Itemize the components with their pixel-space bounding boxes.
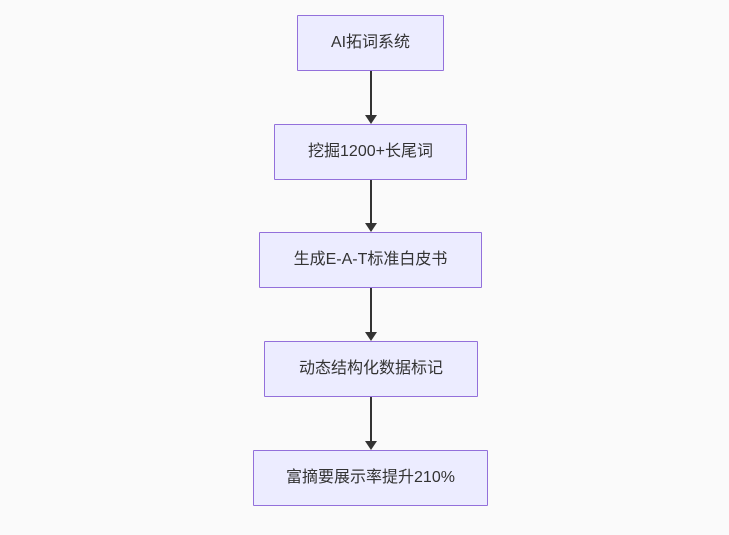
arrow-head-icon [365,441,377,450]
node-label: 挖掘1200+长尾词 [308,143,433,161]
arrow-head-icon [365,332,377,341]
flow-node-generate-eat-whitepaper: 生成E-A-T标准白皮书 [259,232,482,288]
flow-edge-c-to-d [365,288,377,341]
node-label: AI拓词系统 [330,34,411,52]
flow-node-rich-snippet-rate-increase: 富摘要展示率提升210% [253,450,488,506]
flow-edge-a-to-b [365,71,377,124]
flow-node-mine-longtail-keywords: 挖掘1200+长尾词 [274,124,467,180]
node-label: 生成E-A-T标准白皮书 [293,251,448,269]
arrow-line [370,397,372,443]
node-label: 富摘要展示率提升210% [286,469,455,487]
arrow-head-icon [365,115,377,124]
flow-node-dynamic-structured-data-markup: 动态结构化数据标记 [264,341,478,397]
arrow-head-icon [365,223,377,232]
arrow-line [370,180,372,225]
arrow-line [370,288,372,334]
flow-node-ai-keyword-expansion-system: AI拓词系统 [297,15,444,71]
flow-edge-d-to-e [365,397,377,450]
flow-edge-b-to-c [365,180,377,232]
arrow-line [370,71,372,117]
node-label: 动态结构化数据标记 [298,360,443,378]
